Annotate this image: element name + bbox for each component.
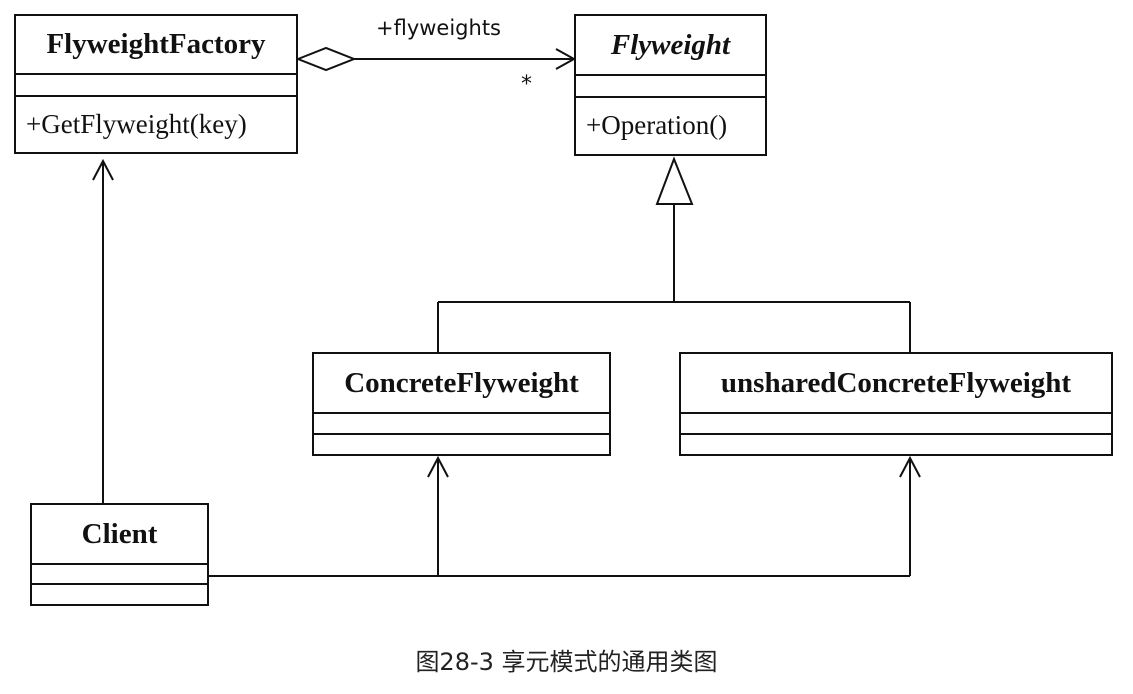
- generalization-connector: [437, 156, 911, 352]
- association-role-label: +flyweights: [376, 16, 501, 40]
- aggregation-connector: [295, 46, 577, 72]
- class-name: unsharedConcreteFlyweight: [720, 366, 1072, 399]
- class-attributes-section: [681, 412, 1111, 433]
- class-methods-section: [681, 433, 1111, 453]
- client-concrete-dependency: [209, 455, 921, 577]
- class-method: +GetFlyweight(key): [16, 95, 296, 151]
- arrowhead-icon: [899, 455, 921, 478]
- class-flyweight-factory: FlyweightFactory +GetFlyweight(key): [14, 14, 298, 154]
- class-name: ConcreteFlyweight: [344, 366, 579, 399]
- aggregation-diamond-icon: [295, 46, 357, 72]
- class-flyweight: Flyweight +Operation(): [574, 14, 767, 156]
- class-name: Client: [81, 517, 158, 550]
- association-multiplicity-label: *: [521, 72, 532, 97]
- figure-caption: 图28-3 享元模式的通用类图: [415, 648, 718, 676]
- class-attributes-section: [16, 73, 296, 95]
- class-methods-section: [32, 583, 207, 603]
- class-name: FlyweightFactory: [46, 28, 266, 60]
- class-concrete-flyweight: ConcreteFlyweight: [312, 352, 611, 456]
- arrowhead-icon: [427, 455, 449, 478]
- inheritance-triangle-icon: [655, 156, 694, 205]
- class-unshared-concrete-flyweight: unsharedConcreteFlyweight: [679, 352, 1113, 456]
- class-attributes-section: [576, 74, 765, 96]
- class-name: Flyweight: [610, 28, 731, 61]
- class-methods-section: [314, 433, 609, 453]
- class-client: Client: [30, 503, 209, 606]
- arrowhead-icon: [92, 158, 114, 181]
- client-factory-dependency: [92, 158, 114, 503]
- class-attributes-section: [32, 563, 207, 583]
- class-attributes-section: [314, 412, 609, 433]
- class-method: +Operation(): [576, 96, 765, 153]
